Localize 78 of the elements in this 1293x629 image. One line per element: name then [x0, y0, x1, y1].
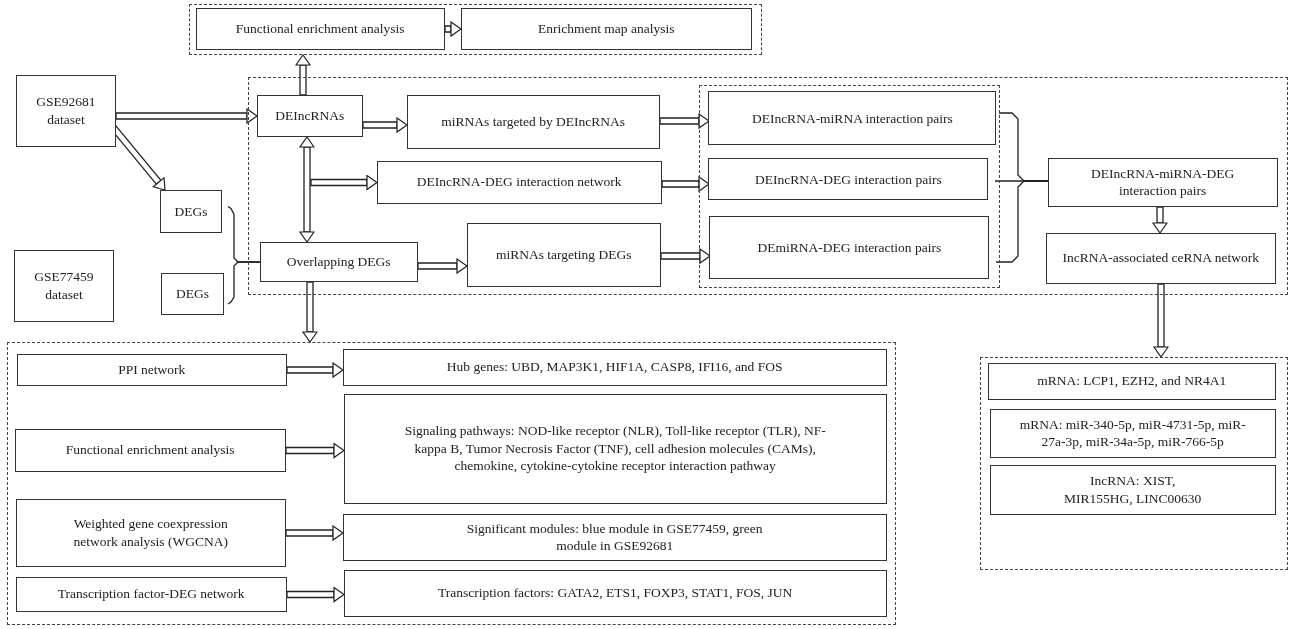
process-box: [343, 393, 887, 504]
block-arrow: [286, 362, 344, 378]
box-label: GSE92681 dataset: [35, 93, 97, 129]
process-box: [342, 513, 887, 561]
block-arrow: [444, 21, 462, 37]
process-box: [989, 464, 1276, 515]
dashed-group-frame: [698, 84, 1000, 288]
box-label: GSE77459 dataset: [33, 268, 95, 304]
dashed-group-frame: [980, 357, 1288, 570]
block-arrow: [417, 258, 468, 274]
process-box: [195, 7, 445, 50]
process-box: [15, 498, 286, 567]
brace-connector: [995, 180, 1049, 263]
block-arrow: [285, 525, 344, 541]
block-arrow: [659, 113, 710, 129]
dashed-group-frame: [189, 4, 762, 55]
box-label: Weighted gene coexpression network analysis (WGCNA): [72, 515, 229, 551]
process-box: [1045, 232, 1276, 284]
process-box: [14, 250, 114, 322]
box-label: Signaling pathways: NOD-like receptor (NLR), Toll-like receptor (TLR), NF-kappa B, Tumor Necrosis Factor (TNF), cell adhesion molecules (CAMs), chemokine, cytokine-cytokine receptor interaction pathway: [403, 422, 827, 475]
process-box: [708, 91, 997, 146]
process-box: [256, 94, 363, 137]
process-box: [466, 222, 661, 287]
box-label: Enrichment map analysis: [537, 19, 675, 38]
box-label: Overlapping DEGs: [286, 252, 391, 271]
box-label: mRNA: LCP1, EZH2, and NR4A1: [1037, 372, 1227, 390]
box-label: Transcription factor-DEG network: [57, 585, 245, 603]
block-arrow: [1153, 283, 1169, 358]
process-box: [161, 273, 224, 315]
process-box: [989, 408, 1276, 458]
block-arrow: [362, 117, 408, 133]
block-arrow: [660, 248, 711, 264]
block-arrow: [295, 54, 311, 96]
box-label: Significant modules: blue module in GSE77459, green module in GSE92681: [465, 519, 764, 555]
process-box: [342, 348, 887, 386]
process-box: [16, 353, 287, 386]
box-label: Hub genes: UBD, MAP3K1, HIF1A, CASP8, IFI16, and FOS: [446, 358, 783, 376]
dashed-group-frame: [248, 77, 1288, 295]
process-box: [1047, 157, 1278, 207]
process-box: [708, 158, 989, 201]
box-label: DEGs: [176, 285, 209, 303]
process-box: [160, 190, 222, 233]
block-arrow: [285, 442, 345, 459]
box-label: DEIncRNA-miRNA-DEG interaction pairs: [1090, 164, 1236, 200]
box-label: DEIncRNA-DEG interaction pairs: [755, 170, 942, 189]
box-label: mRNA: miR-340-5p, miR-4731-5p, miR-27a-3p, miR-34a-5p, miR-766-5p: [1018, 415, 1247, 451]
box-label: DEmiRNA-DEG interaction pairs: [757, 239, 942, 257]
dashed-group-frame: [7, 342, 896, 625]
block-arrow: [661, 176, 710, 192]
process-box: [343, 569, 887, 617]
process-box: [460, 7, 752, 50]
block-arrow: [302, 281, 318, 343]
box-label: miRNAs targeted by DEIncRNAs: [441, 112, 626, 131]
block-arrow: [299, 136, 315, 243]
box-label: IncRNA: XIST, MIR155HG, LINC00630: [1063, 472, 1203, 508]
process-box: [15, 576, 287, 612]
process-box: [259, 241, 418, 282]
process-box: [376, 160, 662, 204]
box-label: Functional enrichment analysis: [65, 441, 235, 459]
process-box: [709, 216, 990, 280]
box-label: miRNAs targeting DEGs: [495, 245, 632, 264]
process-box: [14, 428, 286, 472]
box-label: Transcription factors: GATA2, ETS1, FOXP3, STAT1, FOS, JUN: [438, 584, 793, 602]
process-box: [406, 94, 660, 149]
box-label: DEIncRNAs: [275, 106, 345, 125]
block-arrow: [286, 586, 345, 603]
box-label: Functional enrichment analysis: [235, 19, 405, 38]
box-label: DEIncRNA-DEG interaction network: [416, 173, 622, 191]
box-label: DEGs: [174, 202, 208, 221]
process-box: [16, 75, 116, 147]
box-label: IncRNA-associated ceRNA network: [1062, 249, 1259, 267]
block-arrow: [115, 108, 258, 124]
block-arrow: [1152, 206, 1168, 234]
box-label: DEIncRNA-miRNA interaction pairs: [751, 109, 953, 128]
process-box: [987, 362, 1276, 400]
block-arrow: [310, 174, 378, 191]
box-label: PPI network: [118, 360, 186, 379]
brace-connector: [227, 261, 261, 305]
